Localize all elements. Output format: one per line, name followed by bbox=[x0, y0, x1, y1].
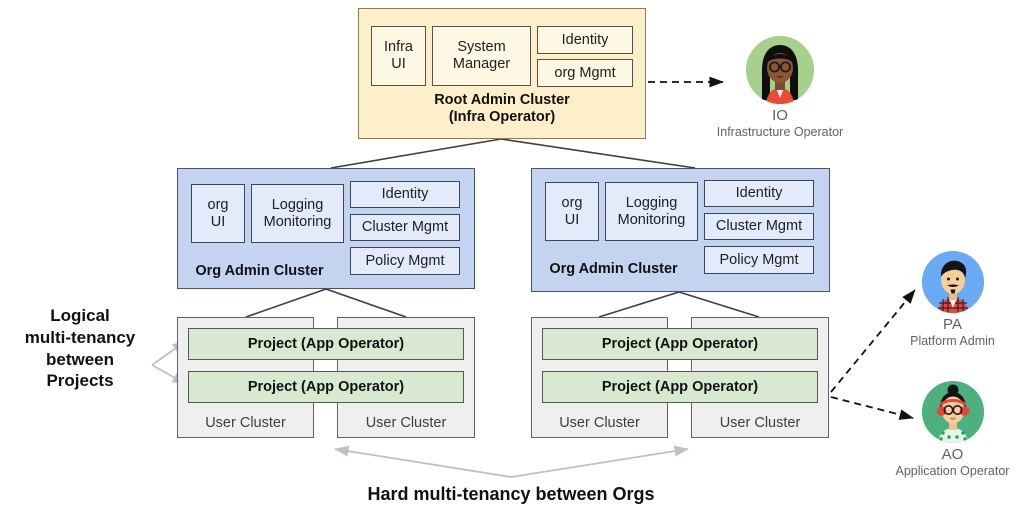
org2-project-2: Project (App Operator) bbox=[542, 371, 818, 403]
ao-role: Application Operator bbox=[895, 463, 1010, 478]
org2-component-policy-mgmt: Policy Mgmt bbox=[704, 246, 814, 274]
org2-component-cluster-mgmt: Cluster Mgmt bbox=[704, 213, 814, 240]
person-avatar-pa-icon bbox=[921, 251, 984, 313]
pa-role: Platform Admin bbox=[910, 333, 995, 348]
ao-avatar bbox=[921, 381, 984, 443]
root-title-line1: Root Admin Cluster bbox=[434, 92, 570, 108]
io-abbr: IO bbox=[772, 107, 788, 124]
logical-multitenancy-caption: Logical multi-tenancy between Projects bbox=[24, 306, 136, 391]
root-to-org-connectors bbox=[330, 138, 696, 169]
org-admin-cluster-1-title: Org Admin Cluster bbox=[195, 263, 324, 279]
ao-abbr: AO bbox=[941, 446, 964, 463]
persona-pa: PA Platform Admin bbox=[885, 251, 1020, 348]
person-avatar-io-icon bbox=[746, 36, 814, 104]
org2-component-logging-monitoring: Logging Monitoring bbox=[605, 182, 698, 241]
pa-abbr: PA bbox=[943, 316, 962, 333]
io-role: Infrastructure Operator bbox=[716, 124, 844, 139]
root-component-system-manager: System Manager bbox=[432, 26, 531, 86]
root-title-line2: (Infra Operator) bbox=[448, 109, 556, 126]
persona-ao: AO Application Operator bbox=[885, 381, 1020, 478]
root-admin-cluster-title: Root Admin Cluster (Infra Operator) bbox=[358, 92, 646, 127]
root-component-identity: Identity bbox=[537, 26, 633, 54]
org-admin-cluster-2-title: Org Admin Cluster bbox=[549, 261, 678, 277]
org1-project-2: Project (App Operator) bbox=[188, 371, 464, 403]
io-avatar bbox=[746, 36, 814, 104]
org2-component-org-ui: org UI bbox=[545, 182, 599, 241]
root-component-infra-ui: Infra UI bbox=[371, 26, 426, 86]
org2-component-identity: Identity bbox=[704, 180, 814, 207]
org1-to-usercluster-connectors bbox=[245, 288, 407, 318]
org1-project-1: Project (App Operator) bbox=[188, 328, 464, 360]
org1-component-policy-mgmt: Policy Mgmt bbox=[350, 247, 460, 275]
org1-component-identity: Identity bbox=[350, 181, 460, 208]
org1-component-cluster-mgmt: Cluster Mgmt bbox=[350, 214, 460, 241]
org1-component-logging-monitoring: Logging Monitoring bbox=[251, 184, 344, 243]
org2-project-1: Project (App Operator) bbox=[542, 328, 818, 360]
root-component-org-mgmt: org Mgmt bbox=[537, 59, 633, 87]
hard-tenancy-arrow bbox=[334, 445, 689, 478]
hard-multitenancy-caption: Hard multi-tenancy between Orgs bbox=[367, 484, 655, 504]
pa-avatar bbox=[921, 251, 984, 313]
persona-io: IO Infrastructure Operator bbox=[690, 36, 870, 139]
person-avatar-ao-icon bbox=[921, 381, 984, 443]
org1-component-org-ui: org UI bbox=[191, 184, 245, 243]
org2-to-usercluster-connectors bbox=[598, 291, 760, 318]
